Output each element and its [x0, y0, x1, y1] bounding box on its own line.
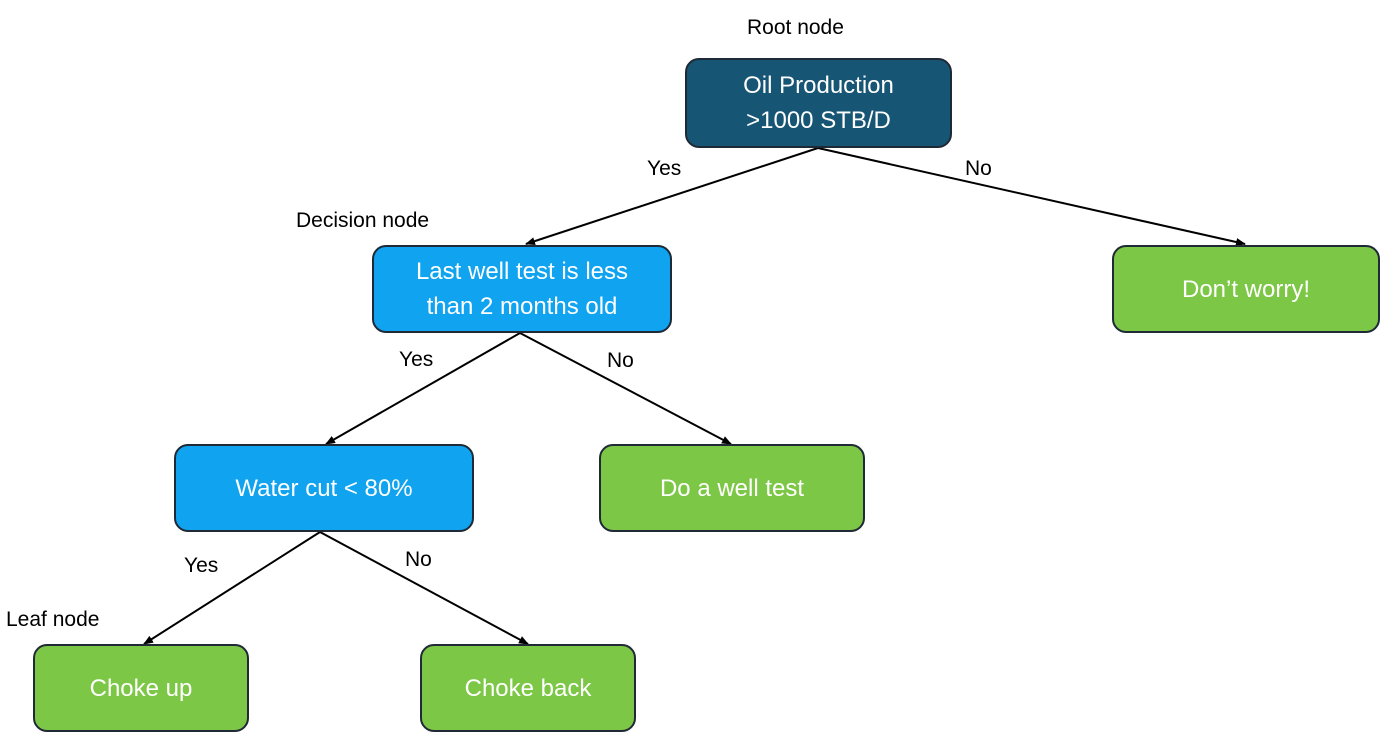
leaf-node-annotation: Leaf node [6, 608, 100, 631]
water-cut-text: Water cut < 80% [235, 474, 413, 502]
edge-label-water-yes: Yes [184, 554, 219, 577]
edge-last-well-test-to-water-cut [325, 332, 521, 445]
edge-label-test-no: No [607, 349, 634, 372]
decision-node-water-cut: Water cut < 80% [174, 444, 474, 532]
root-node-oil-production: Oil Production >1000 STB/D [685, 58, 952, 148]
choke-back-text: Choke back [464, 674, 592, 702]
edge-label-water-no: No [405, 548, 432, 571]
choke-up-text: Choke up [89, 674, 193, 702]
last-well-test-line-1: Last well test is less [415, 258, 629, 285]
edge-label-root-no: No [965, 157, 992, 180]
root-node-annotation: Root node [747, 16, 844, 39]
edge-last-well-test-to-do-well-test [519, 332, 732, 445]
edge-root-to-last-well-test [525, 147, 819, 245]
dont-worry-text: Don’t worry! [1181, 275, 1311, 303]
last-well-test-line-2: than 2 months old [426, 293, 618, 320]
edge-label-root-yes: Yes [647, 157, 682, 180]
leaf-node-dont-worry: Don’t worry! [1112, 245, 1380, 333]
root-node-line-2: >1000 STB/D [746, 107, 891, 134]
edge-label-test-yes: Yes [399, 348, 434, 371]
decision-node-annotation: Decision node [296, 209, 430, 232]
leaf-node-choke-back: Choke back [420, 644, 636, 732]
decision-node-last-well-test: Last well test is less than 2 months old [372, 245, 672, 333]
edge-root-to-dont-worry [817, 147, 1246, 246]
do-well-test-text: Do a well test [659, 474, 805, 502]
edge-water-cut-to-choke-back [319, 531, 529, 645]
leaf-node-do-well-test: Do a well test [599, 444, 865, 532]
leaf-node-choke-up: Choke up [33, 644, 249, 732]
edge-water-cut-to-choke-up [143, 531, 321, 645]
root-node-line-1: Oil Production [743, 72, 894, 99]
